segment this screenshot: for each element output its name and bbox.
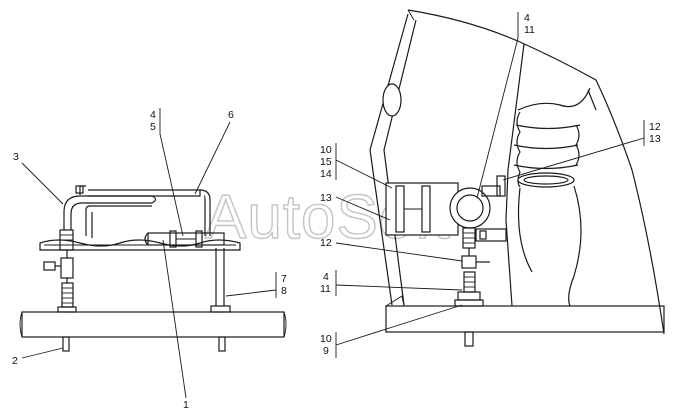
leader-1 bbox=[162, 239, 187, 399]
left-valve-handle bbox=[43, 261, 56, 271]
left-bottom-bolt bbox=[62, 336, 70, 352]
leader-7-8 bbox=[225, 289, 277, 297]
heater-body bbox=[147, 232, 225, 246]
duct-collar bbox=[517, 172, 575, 188]
cab-outline-outer bbox=[407, 9, 665, 335]
leader-l12 bbox=[335, 242, 463, 262]
callout-l10: 10 bbox=[320, 144, 332, 156]
callout-6: 6 bbox=[228, 109, 234, 121]
leader-2 bbox=[21, 347, 64, 359]
tube-top-run bbox=[88, 189, 201, 197]
callout-l15: 15 bbox=[320, 156, 332, 168]
callout-8: 8 bbox=[281, 285, 287, 297]
duct-top bbox=[517, 87, 591, 111]
left-stud-base bbox=[57, 306, 77, 313]
callout-3: 3 bbox=[13, 151, 19, 163]
valve-base bbox=[454, 299, 484, 307]
pillar-right-edge bbox=[383, 19, 417, 306]
leader-b10-9 bbox=[335, 304, 463, 346]
callout-top-4: 4 bbox=[524, 12, 530, 24]
pillar-lamp bbox=[382, 83, 402, 117]
pump-housing bbox=[449, 187, 491, 229]
left-rail-break-left bbox=[19, 311, 23, 338]
bracket-plate bbox=[39, 239, 241, 251]
callout-l13: 13 bbox=[320, 192, 332, 204]
callout-l12: 12 bbox=[320, 237, 332, 249]
leader-l13 bbox=[335, 196, 391, 221]
duct-lower bbox=[517, 185, 582, 307]
tube-right-bend bbox=[199, 189, 211, 236]
left-rail-break-right bbox=[283, 311, 287, 338]
pillar-left-edge bbox=[369, 13, 409, 306]
tube-second bbox=[85, 205, 152, 236]
valve-nut bbox=[457, 291, 481, 301]
leader-l10-15-14 bbox=[335, 159, 393, 189]
callout-b10: 10 bbox=[320, 333, 332, 345]
through-bolt bbox=[464, 331, 474, 347]
callout-r12: 12 bbox=[649, 121, 661, 133]
leader-top-4-11 bbox=[476, 37, 519, 199]
floor-plate bbox=[385, 305, 665, 333]
callout-2: 2 bbox=[12, 355, 18, 367]
leader-4-5 bbox=[159, 133, 184, 237]
right-bottom-bolt bbox=[218, 336, 226, 352]
pump-outlet bbox=[481, 185, 501, 197]
tube-outer bbox=[63, 195, 152, 230]
leader-3 bbox=[21, 162, 64, 205]
valve-body bbox=[461, 255, 477, 269]
callout-4: 4 bbox=[150, 109, 156, 121]
inner-panel-edge bbox=[505, 43, 525, 307]
right-assembly bbox=[369, 9, 665, 347]
tube-inner bbox=[70, 202, 152, 230]
callout-b9: 9 bbox=[323, 345, 329, 357]
leader-6 bbox=[194, 121, 231, 195]
callout-1: 1 bbox=[183, 399, 189, 411]
right-callouts: 4 11 12 13 10 15 14 13 12 4 11 10 9 bbox=[320, 12, 661, 358]
callout-5: 5 bbox=[150, 121, 156, 133]
callout-l11: 11 bbox=[320, 283, 331, 295]
leader-l4-11 bbox=[335, 284, 463, 291]
right-side-fitting bbox=[475, 228, 507, 242]
callout-l14: 14 bbox=[320, 168, 332, 180]
leader-r12-13 bbox=[502, 137, 645, 181]
left-callouts: 3 4 5 6 7 8 2 1 bbox=[12, 108, 287, 411]
support-post-base bbox=[210, 305, 231, 313]
left-valve-body bbox=[60, 257, 74, 279]
callout-r13: 13 bbox=[649, 133, 661, 145]
callout-top-11: 11 bbox=[524, 24, 535, 36]
left-frame-rail bbox=[21, 311, 285, 338]
callout-7: 7 bbox=[281, 273, 287, 285]
left-assembly bbox=[19, 185, 287, 352]
duct-bellows-left bbox=[516, 111, 521, 188]
callout-l4: 4 bbox=[323, 271, 329, 283]
